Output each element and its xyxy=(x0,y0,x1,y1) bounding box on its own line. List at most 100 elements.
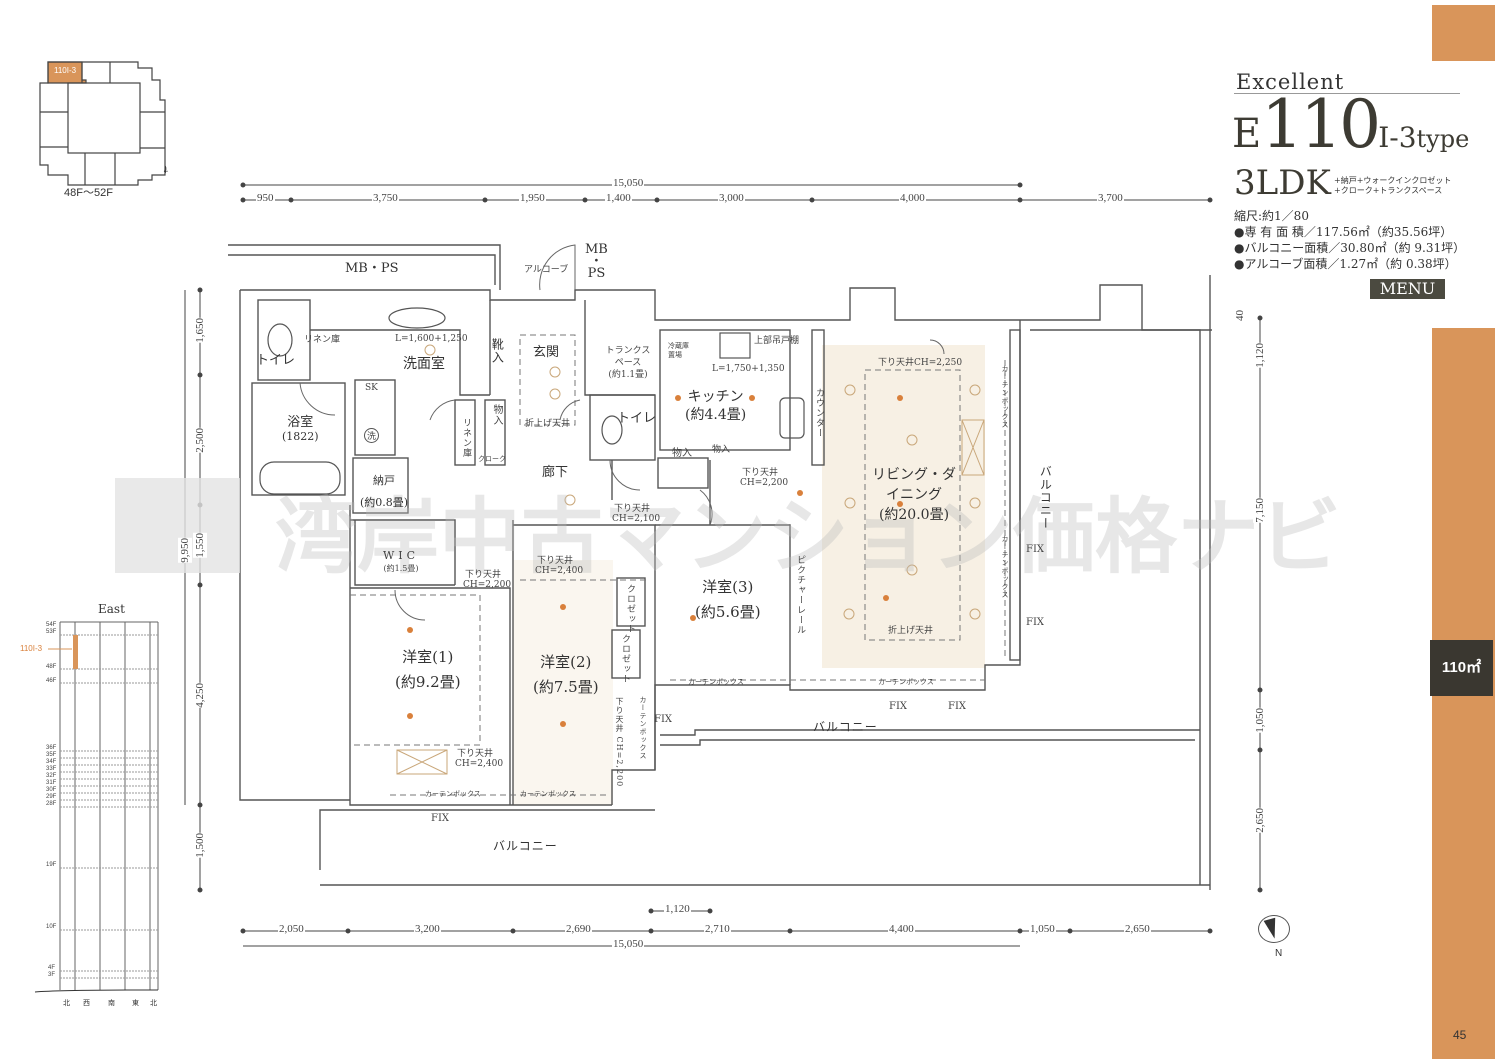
label-mbps-2: MB・PS xyxy=(585,243,608,281)
label-ps: PS xyxy=(587,266,606,281)
room-2-size: (約7.5畳) xyxy=(533,678,599,696)
key-plan xyxy=(39,61,166,186)
dim-right: 1,120 xyxy=(1253,343,1267,368)
label-closet: クロゼット xyxy=(625,584,635,634)
key-plan-unit-label: 110I-3 xyxy=(54,66,77,75)
watermark-logo xyxy=(115,478,240,573)
compass-icon xyxy=(1258,915,1290,943)
dim-bottom-extra: 1,120 xyxy=(664,903,691,915)
dim-bottom: 1,050 xyxy=(1029,923,1056,935)
dim-top-total: 15,050 xyxy=(612,177,645,189)
label-linen-2: リネン庫 xyxy=(461,418,471,458)
watermark-text: 湾岸中古マンション価格ナビ xyxy=(275,490,1342,585)
label-balcony: バルコニー xyxy=(493,839,558,853)
label-fix: FIX xyxy=(431,813,450,824)
label-curtain-box: カーテンボックス xyxy=(688,678,744,686)
dim-top: 950 xyxy=(256,192,275,204)
label-room-1: 洋室(1)(約9.2畳) xyxy=(395,645,461,695)
area-value: 117.56㎡（約35.56坪） xyxy=(1315,225,1453,239)
floor-label: 19F xyxy=(46,862,57,868)
area-row: ●アルコーブ面積／1.27㎡（約 0.38坪） xyxy=(1234,256,1465,272)
key-plan-floors: 48F〜52F xyxy=(64,187,113,199)
dim-right: 40 xyxy=(1233,310,1247,321)
label-counter: カウンター xyxy=(814,388,824,438)
type-word: type xyxy=(1416,125,1470,153)
area-row: ●バルコニー面積／30.80㎡（約 9.31坪） xyxy=(1234,240,1465,256)
label-sk: SK xyxy=(365,383,378,393)
floor-label: 32F xyxy=(46,773,57,779)
dim-top: 3,000 xyxy=(718,192,745,204)
area-label: バルコニー面積／ xyxy=(1244,241,1341,255)
area-value: 30.80㎡（約 9.31坪） xyxy=(1340,241,1466,255)
label-fix: FIX xyxy=(654,714,673,725)
compass-north-label: N xyxy=(1275,948,1283,959)
label-picture-rail: ピクチャーレール xyxy=(795,555,805,635)
dim-left: 2,500 xyxy=(193,428,207,453)
menu-button[interactable]: MENU xyxy=(1370,279,1445,299)
room-2-name: 洋室(2) xyxy=(540,653,592,671)
label-ceiling-2200c: 下り天井 CH=2,200 xyxy=(615,697,624,788)
label-balcony: バルコニー xyxy=(813,720,878,734)
label-ceiling-2200a: 下り天井 CH=2,200 xyxy=(740,468,789,488)
direction-label: 北 xyxy=(63,999,70,1007)
label-linen-1: リネン庫 xyxy=(304,335,341,345)
label-fridge: 冷蔵庫置場 xyxy=(668,342,689,359)
layout-extras-1: +納戸+ウォークインクロゼット xyxy=(1334,176,1452,185)
equipment-markers xyxy=(407,395,903,727)
bath-name: 浴室 xyxy=(287,415,314,430)
label-kitchen-counter: L=1,750+1,350 xyxy=(712,364,785,374)
dim-left: 4,250 xyxy=(193,683,207,708)
floor-label: 35F xyxy=(46,752,57,758)
label-folded-ceiling-2: 折上げ天井 xyxy=(888,626,934,636)
layout-type: 3LDK xyxy=(1234,163,1331,203)
dim-left: 1,550 xyxy=(193,533,207,558)
dim-left: 1,500 xyxy=(193,833,207,858)
header-divider xyxy=(1234,93,1460,94)
series-name: Excellent xyxy=(1236,70,1345,94)
label-storage-k1: 物入 xyxy=(672,448,692,459)
floor-label: 36F xyxy=(46,745,57,751)
label-washroom: 洗面室 xyxy=(403,356,445,372)
type-number: 110 xyxy=(1261,86,1381,163)
label-washer: 洗 xyxy=(364,428,380,443)
living-size: (約20.0畳) xyxy=(878,507,950,523)
kitchen-name: キッチン xyxy=(687,389,744,405)
label-ceiling-2400b: 下り天井 CH=2,400 xyxy=(455,749,504,769)
label-mbps: MB・PS xyxy=(345,261,399,276)
label-alcove: アルコーブ xyxy=(524,265,569,275)
dim-right: 7,150 xyxy=(1253,498,1267,523)
elevation-unit-marker xyxy=(73,635,78,669)
area-label: 専 有 面 積／ xyxy=(1244,225,1316,239)
walls xyxy=(228,244,1212,890)
floor-label: 54F xyxy=(46,622,57,628)
label-ceiling-2400a: 下り天井 CH=2,400 xyxy=(535,556,584,576)
bullet-icon: ● xyxy=(1234,257,1245,271)
elevation-unit-label: 110I-3 xyxy=(20,644,43,653)
label-curtain-box: カーテンボックス xyxy=(878,678,934,686)
storage-name: 納戸 xyxy=(373,474,396,487)
room-3-size: (約5.6畳) xyxy=(695,603,761,621)
dim-bottom: 2,050 xyxy=(278,923,305,935)
label-curtain-box: カーテンボックス xyxy=(425,790,481,798)
label-living: リビング・ダイニング(約20.0畳) xyxy=(868,465,960,525)
label-storage-k2: 物入 xyxy=(712,445,731,455)
room-1-name: 洋室(1) xyxy=(402,648,454,666)
dim-bottom: 4,400 xyxy=(888,923,915,935)
label-closet: クロゼット xyxy=(620,634,630,684)
label-curtain-box: カーテンボックス xyxy=(1001,365,1009,429)
direction-label: 南 xyxy=(108,999,115,1007)
area-label: アルコーブ面積／ xyxy=(1244,257,1340,271)
label-balcony: バルコニー xyxy=(1038,465,1053,530)
area-tab-button[interactable]: 110㎡ xyxy=(1430,640,1493,696)
label-upper-cabinet: 上部吊戸棚 xyxy=(754,336,800,346)
light-fixtures xyxy=(396,344,985,775)
label-bath: 浴室(1822) xyxy=(282,416,319,444)
room-3-name: 洋室(3) xyxy=(702,578,754,596)
type-suffix: I-3 xyxy=(1378,121,1417,154)
bath-size: (1822) xyxy=(282,430,319,443)
side-tab-top xyxy=(1432,5,1495,61)
label-corridor: 廊下 xyxy=(542,465,569,480)
label-toilet-1: トイレ xyxy=(256,353,296,368)
label-room-3: 洋室(3) (約5.6畳) xyxy=(695,575,761,625)
label-trunk: トランクスペース(約1.1畳) xyxy=(603,345,653,381)
